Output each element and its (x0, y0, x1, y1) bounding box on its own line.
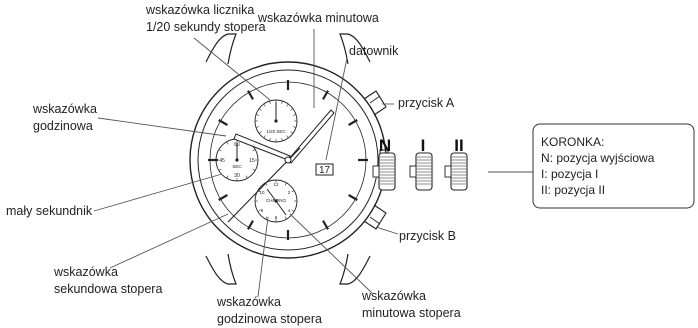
subdial-tick (258, 131, 262, 134)
bottom-subdial-num-8: 8 (261, 208, 264, 213)
subdial-top: 1/20 SEC (254, 99, 298, 143)
subdial-tick (218, 149, 222, 152)
bottom-subdial-num-2: 2 (288, 190, 291, 195)
subdial-tick (269, 100, 271, 104)
main-hands (227, 109, 335, 223)
hour-hand (233, 133, 291, 161)
subdial-tick (281, 138, 283, 142)
label-stopwatch-minute-hand-l2: minutowa stopera (362, 306, 461, 320)
hour-markers (208, 80, 368, 240)
left-subdial-num-45: 45 (219, 158, 225, 164)
leader-lines (93, 29, 533, 298)
hour-marker (247, 90, 254, 100)
subdial-tick (286, 135, 289, 139)
crown-position-ii: II (454, 136, 463, 155)
crown-n (372, 152, 396, 191)
bottom-subdial-num-10: 10 (259, 190, 265, 195)
left-subdial-num-15: 15 (249, 158, 255, 164)
hour-marker (218, 119, 228, 126)
subdial-tick (255, 126, 259, 128)
bottom-subdial-num-12: 12 (273, 182, 279, 187)
label-stopwatch-second-hand-l2: sekundowa stopera (54, 282, 162, 296)
label-date-display: datownik (349, 44, 399, 58)
crown-box-line-ii: II: pozycja II (541, 183, 605, 197)
subdial-tick (286, 103, 289, 107)
date-value: 17 (319, 165, 331, 176)
bottom-subdial-num-6: 6 (275, 215, 278, 220)
label-stopwatch-counter-hand-l1: wskazówka licznika (145, 3, 254, 17)
subdial-tick (290, 131, 294, 134)
button-a (363, 90, 387, 116)
date-window: 17 (315, 163, 334, 176)
button-b (363, 204, 387, 230)
subdial-tick (269, 138, 271, 142)
label-hour-hand-l1: wskazówka (32, 102, 97, 116)
label-minute-hand: wskazówka minutowa (257, 11, 379, 25)
label-stopwatch-hour-hand-l2: godzinowa stopera (217, 312, 322, 326)
subdial-tick (252, 168, 256, 171)
crowns (372, 152, 468, 191)
crown-position-i: I (421, 136, 426, 155)
subdial-tick (293, 114, 297, 116)
crown-box-title: KORONKA: (541, 135, 604, 149)
hour-marker (322, 220, 329, 230)
subdial-tick (263, 103, 266, 107)
subdial-tick (293, 126, 297, 128)
label-button-b: przycisk B (399, 229, 456, 243)
label-stopwatch-second-hand-l1: wskazówka (53, 265, 118, 279)
subdial-tick (255, 114, 259, 116)
subdial-tick (252, 149, 256, 152)
subdial-tick (218, 168, 222, 171)
label-button-a: przycisk A (398, 96, 455, 110)
left-subdial-label: SEC (232, 164, 242, 169)
hour-marker (247, 220, 254, 230)
hour-marker (348, 119, 358, 126)
label-stopwatch-minute-hand-l1: wskazówka (361, 289, 426, 303)
crown-ii (444, 152, 468, 191)
label-stopwatch-hour-hand-l1: wskazówka (216, 295, 281, 309)
crown-i (409, 152, 433, 191)
crown-position-n: N (379, 136, 391, 155)
subdial-tick (290, 108, 294, 111)
left-subdial-num-60: 60 (234, 142, 240, 148)
top-subdial-label: 1/20 SEC (266, 129, 286, 134)
subdial-tick (291, 190, 295, 193)
hour-marker (348, 194, 358, 201)
subdial-tick (284, 182, 287, 186)
bottom-subdial-num-4: 4 (288, 208, 291, 213)
subdial-tick (265, 216, 268, 220)
label-hour-hand-l2: godzinowa (33, 119, 93, 133)
subdial-tick (245, 175, 248, 179)
labels: wskazówka licznika 1/20 sekundy stopera … (6, 3, 461, 326)
label-small-seconds: mały sekundnik (6, 204, 93, 218)
subdial-tick (258, 108, 262, 111)
crown-box-line-n: N: pozycja wyjściowa (541, 151, 655, 165)
subdial-tick (284, 216, 287, 220)
subdial-tick (226, 141, 229, 145)
left-subdial-num-30: 30 (234, 173, 240, 179)
crown-box-line-i: I: pozycja I (541, 167, 598, 181)
subdial-tick (281, 100, 283, 104)
subdial-bottom: 12 2 4 6 8 10 CHRONO (254, 179, 298, 223)
hour-marker (322, 90, 329, 100)
subdial-tick (263, 135, 266, 139)
subdial-tick (257, 209, 261, 212)
subdial-tick (291, 209, 295, 212)
subdial-tick (226, 175, 229, 179)
label-stopwatch-counter-hand-l2: 1/20 sekundy stopera (146, 20, 266, 34)
hour-marker (218, 194, 228, 201)
crown-info-box: KORONKA: N: pozycja wyjściowa I: pozycja… (532, 123, 695, 209)
